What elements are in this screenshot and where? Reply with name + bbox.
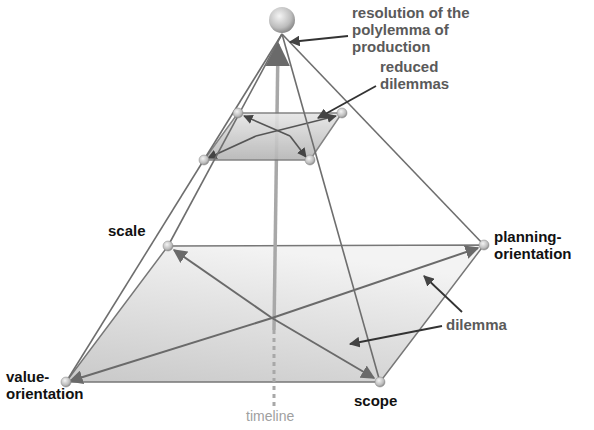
leader-arrow [350, 326, 442, 344]
pyramid-edges [66, 34, 484, 382]
leader-arrow [318, 86, 376, 118]
leader-arrow [424, 276, 462, 312]
timeline-label: timeline [246, 408, 326, 425]
dilemma-arrow [272, 248, 478, 318]
apex-sphere [269, 7, 295, 33]
corner-sphere [375, 377, 385, 387]
corner-sphere [233, 108, 243, 118]
reduced-plane [204, 113, 342, 160]
reduced-arrow [244, 116, 290, 136]
reduced-arrow [208, 136, 256, 158]
corner-sphere [199, 155, 209, 165]
corner-sphere [305, 155, 315, 165]
callout-label: resolution of the polylemma of productio… [352, 4, 502, 55]
leader-arrow [290, 36, 348, 42]
callout-label: reduced dilemmas [380, 58, 470, 92]
corner-label: scale [108, 222, 168, 239]
corner-label: scope [354, 392, 424, 409]
timeline-dashed [273, 330, 276, 406]
corner-sphere [337, 108, 347, 118]
timeline-arrow [274, 44, 278, 330]
dilemma-arrow [272, 318, 374, 378]
corner-label: planning-orientation [494, 228, 590, 262]
dilemma-arrow [174, 250, 272, 318]
corner-sphere [163, 241, 173, 251]
corner-sphere [479, 240, 489, 250]
reduced-arrow [290, 136, 306, 157]
callout-label: dilemma [446, 316, 546, 333]
corner-label: value-orientation [6, 368, 102, 402]
